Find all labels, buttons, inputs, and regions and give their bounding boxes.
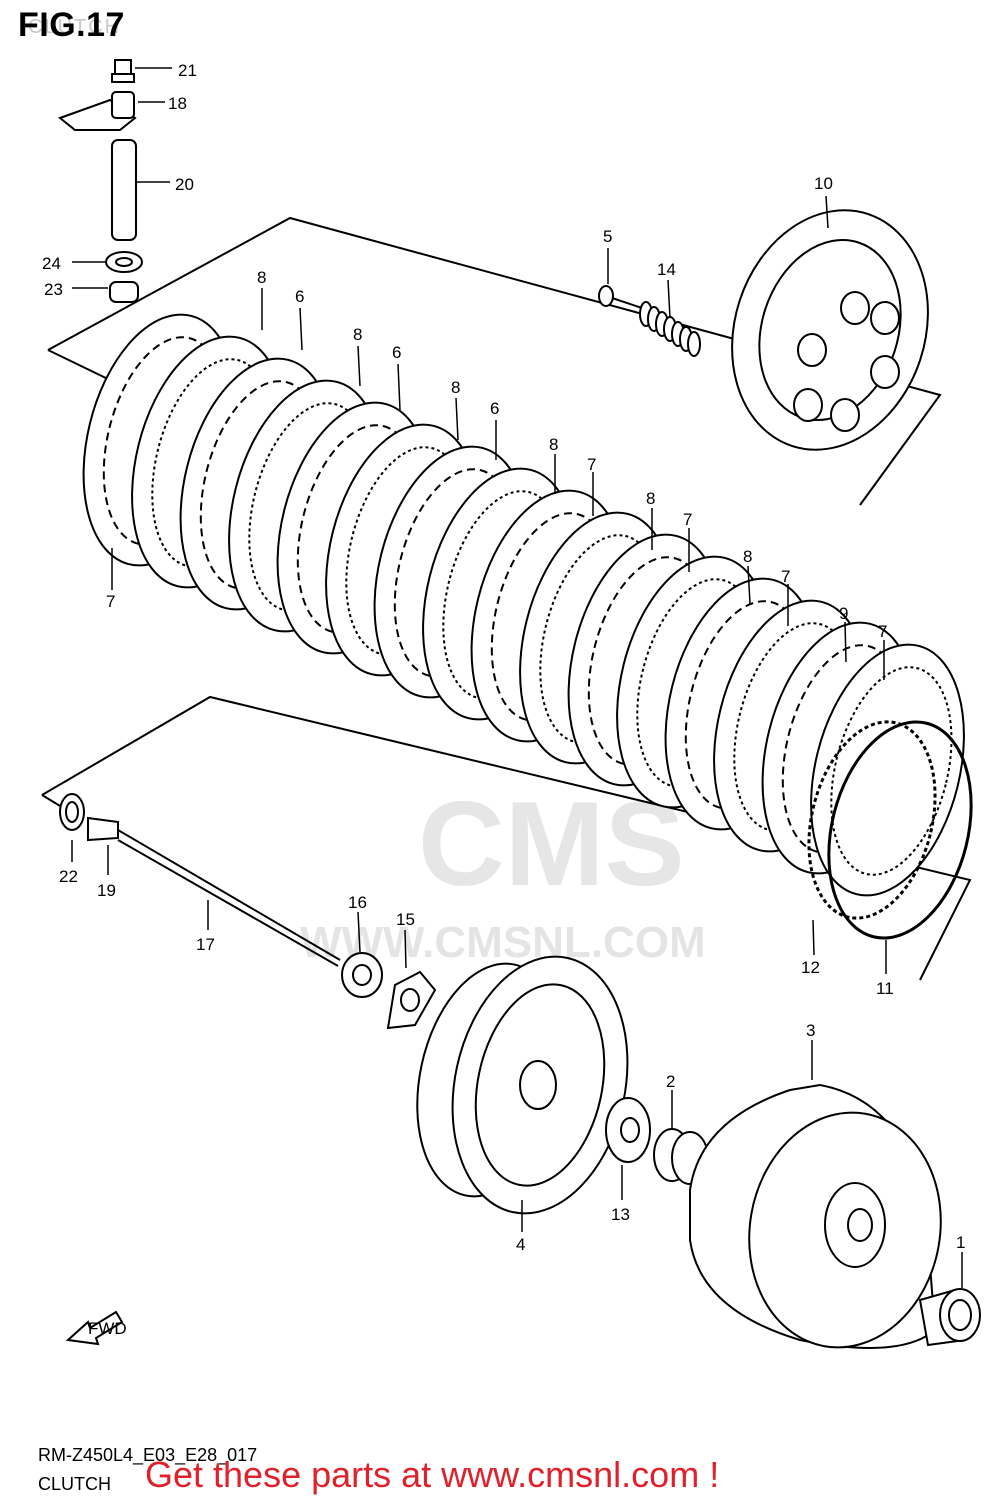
- callout-7e: 7: [878, 622, 887, 641]
- callout-2: 2: [666, 1072, 675, 1091]
- upper-group-outline: [47, 216, 942, 506]
- callout-17: 17: [196, 935, 215, 954]
- callout-3: 3: [806, 1021, 815, 1040]
- bolt-5: [598, 285, 643, 309]
- callout-10: 10: [814, 174, 833, 193]
- clutch-housing-3: [689, 1083, 942, 1349]
- callout-24: 24: [42, 254, 61, 273]
- callout-5: 5: [603, 227, 612, 246]
- model-code: RM-Z450L4_E03_E28_017: [38, 1445, 258, 1465]
- callout-23: 23: [44, 280, 63, 299]
- callout-1: 1: [956, 1233, 965, 1252]
- sleeve-hub-4: [416, 955, 629, 1215]
- watermark-logo: CMS: [418, 777, 685, 911]
- callout-21: 21: [178, 61, 197, 80]
- fwd-label: FWD: [88, 1319, 127, 1338]
- callout-leaders: [71, 67, 963, 1288]
- wire-ring-11: [827, 720, 973, 940]
- callout-8c: 8: [451, 378, 460, 397]
- callout-numbers: 21 18 20 24 23 5 14 10 7 8 6 8 6 8 6 8 7…: [42, 61, 965, 1254]
- callout-22: 22: [59, 867, 78, 886]
- callout-6b: 6: [392, 343, 401, 362]
- callout-7c: 7: [683, 510, 692, 529]
- section-name: CLUTCH: [38, 1474, 112, 1494]
- washer-13: [605, 1097, 651, 1163]
- spring-seat-12: [807, 720, 937, 920]
- callout-14: 14: [657, 260, 676, 279]
- callout-11: 11: [876, 979, 894, 998]
- release-lever: [57, 59, 137, 241]
- callout-8e: 8: [646, 489, 655, 508]
- callout-20: 20: [175, 175, 194, 194]
- lower-group-outline: [41, 695, 972, 981]
- callout-7a: 7: [106, 592, 115, 611]
- callout-15: 15: [396, 910, 415, 929]
- callout-9: 9: [839, 604, 848, 623]
- needle-bearing-23: [109, 281, 139, 303]
- ghost-title: CLUTCH: [28, 16, 122, 38]
- callout-8a: 8: [257, 268, 266, 287]
- washer-15: [386, 970, 437, 1030]
- callout-8d: 8: [549, 435, 558, 454]
- callout-7b: 7: [587, 455, 596, 474]
- callout-8f: 8: [743, 547, 752, 566]
- callout-8b: 8: [353, 325, 362, 344]
- bearing-16: [341, 952, 383, 998]
- callout-18: 18: [168, 94, 187, 113]
- spacer-1: [918, 1288, 981, 1347]
- callout-13: 13: [611, 1205, 630, 1224]
- plate-inner-edge: [830, 666, 953, 876]
- spring-14: [639, 301, 701, 357]
- oil-seal-22: [59, 793, 85, 831]
- promo-link[interactable]: Get these parts at www.cmsnl.com !: [145, 1454, 720, 1495]
- clutch-plate-stack: [82, 313, 973, 940]
- pressure-plate-10: [731, 209, 929, 451]
- callout-4: 4: [516, 1235, 525, 1254]
- callout-19: 19: [97, 881, 116, 900]
- fwd-arrow-icon: [65, 1310, 124, 1346]
- pushrod-17: [87, 816, 341, 967]
- callout-6a: 6: [295, 287, 304, 306]
- figure-title: FIG.17: [18, 6, 125, 44]
- spring-coil: [687, 331, 701, 357]
- drive-plate: [810, 643, 965, 897]
- callout-16: 16: [348, 893, 367, 912]
- callout-6c: 6: [490, 399, 499, 418]
- bearing-24: [105, 251, 143, 273]
- callout-12: 12: [801, 958, 820, 977]
- callout-7d: 7: [781, 567, 790, 586]
